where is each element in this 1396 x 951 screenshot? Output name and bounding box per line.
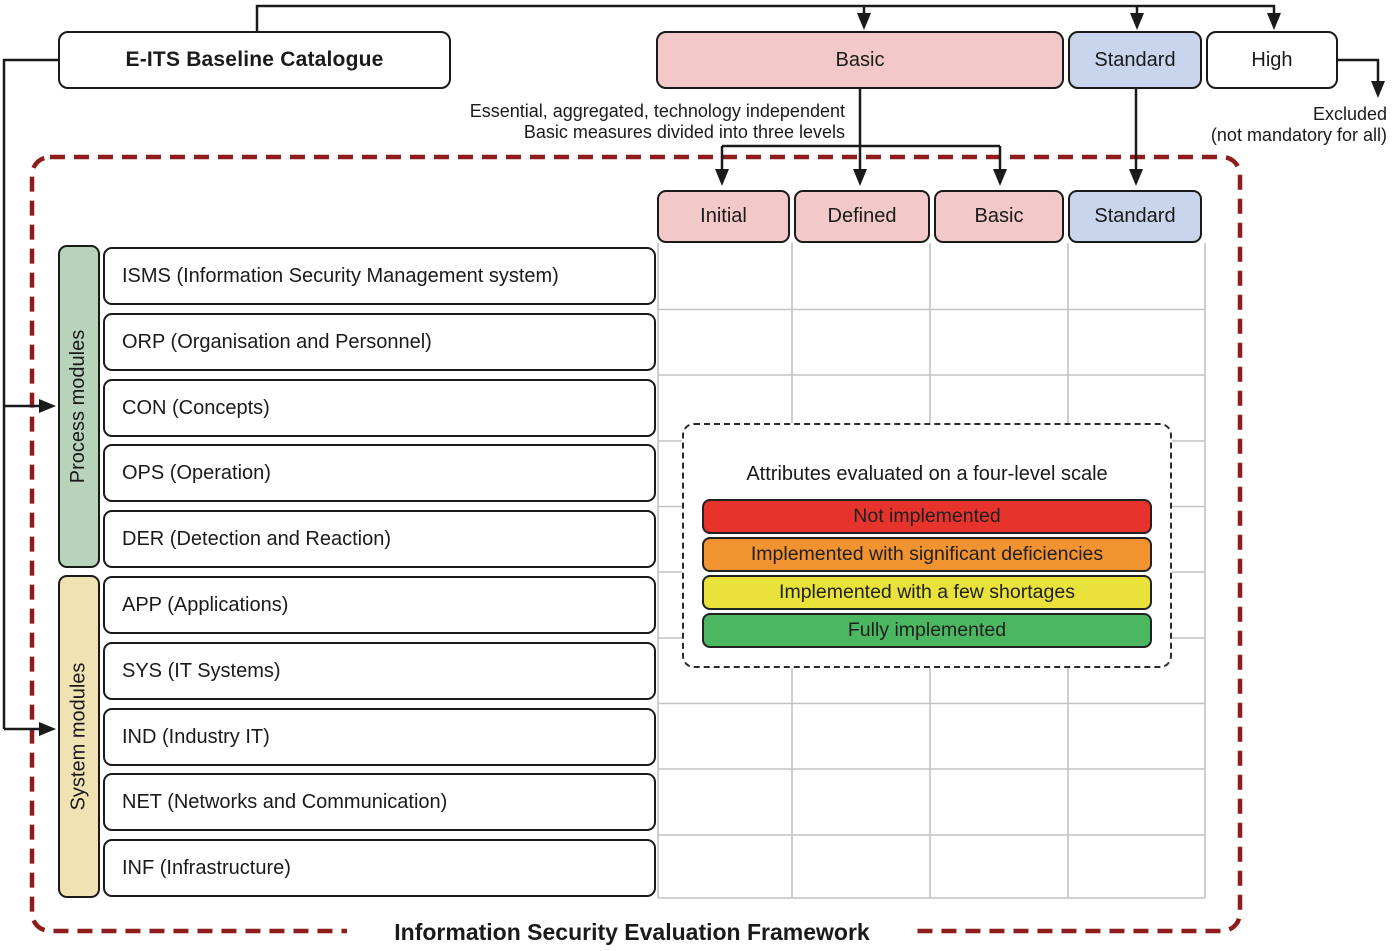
basic-note: Essential, aggregated, technology indepe…	[470, 101, 845, 143]
legend-title: Attributes evaluated on a four-level sca…	[746, 462, 1108, 485]
excluded-note-line1: Excluded	[1312, 104, 1387, 124]
column-header-standard: Standard	[1068, 190, 1202, 243]
process-modules-label: Process modules	[67, 329, 90, 484]
scale-fully-implemented: Fully implemented	[702, 613, 1152, 648]
level-basic-label: Basic	[835, 48, 885, 71]
process-modules-sidebar: Process modules	[58, 245, 100, 568]
module-row-orp: ORP (Organisation and Personnel)	[103, 313, 656, 371]
module-row-isms-label: ISMS (Information Security Management sy…	[122, 264, 559, 287]
evaluation-scale-legend: Attributes evaluated on a four-level sca…	[682, 423, 1172, 668]
module-row-inf: INF (Infrastructure)	[103, 839, 656, 897]
eits-baseline-catalogue-box: E-ITS Baseline Catalogue	[58, 31, 451, 89]
level-basic-box: Basic	[656, 31, 1064, 89]
column-header-basic: Basic	[934, 190, 1064, 243]
excluded-note-line2: (not mandatory for all)	[1210, 125, 1387, 146]
module-row-con-label: CON (Concepts)	[122, 396, 270, 419]
module-row-ind: IND (Industry IT)	[103, 708, 656, 766]
module-row-net-label: NET (Networks and Communication)	[122, 790, 448, 813]
system-modules-label: System modules	[67, 662, 90, 811]
module-row-der: DER (Detection and Reaction)	[103, 510, 656, 568]
basic-note-line1: Essential, aggregated, technology indepe…	[469, 101, 845, 121]
module-row-ind-label: IND (Industry IT)	[122, 725, 270, 748]
level-high-box: High	[1206, 31, 1338, 89]
module-row-sys-label: SYS (IT Systems)	[122, 659, 281, 682]
basic-note-line2: Basic measures divided into three levels	[523, 122, 845, 143]
column-header-initial-label: Initial	[700, 205, 747, 227]
column-header-initial: Initial	[657, 190, 790, 243]
module-row-der-label: DER (Detection and Reaction)	[122, 527, 392, 550]
module-row-net: NET (Networks and Communication)	[103, 773, 656, 831]
module-row-inf-label: INF (Infrastructure)	[122, 856, 291, 879]
arrowheads	[39, 13, 1385, 736]
module-row-app: APP (Applications)	[103, 576, 656, 634]
module-row-isms: ISMS (Information Security Management sy…	[103, 247, 656, 305]
flow-connectors	[2, 4, 1380, 731]
scale-fully-implemented-label: Fully implemented	[847, 619, 1007, 641]
module-row-con: CON (Concepts)	[103, 379, 656, 437]
level-high-label: High	[1251, 48, 1293, 71]
excluded-note: Excluded (not mandatory for all)	[1211, 104, 1387, 146]
column-header-basic-label: Basic	[974, 205, 1024, 227]
level-standard-box: Standard	[1068, 31, 1202, 89]
module-row-app-label: APP (Applications)	[122, 593, 289, 616]
level-standard-label: Standard	[1094, 48, 1176, 71]
column-header-defined-label: Defined	[827, 205, 897, 227]
module-row-ops: OPS (Operation)	[103, 444, 656, 502]
scale-not-implemented: Not implemented	[702, 499, 1152, 534]
scale-few-shortages: Implemented with a few shortages	[702, 575, 1152, 610]
module-row-ops-label: OPS (Operation)	[122, 461, 271, 484]
framework-title: Information Security Evaluation Framewor…	[347, 915, 917, 949]
system-modules-sidebar: System modules	[58, 575, 100, 898]
scale-significant-deficiencies: Implemented with significant deficiencie…	[702, 537, 1152, 572]
scale-not-implemented-label: Not implemented	[853, 505, 1001, 527]
column-header-standard-label: Standard	[1094, 205, 1176, 227]
module-row-sys: SYS (IT Systems)	[103, 642, 656, 700]
scale-significant-deficiencies-label: Implemented with significant deficiencie…	[750, 543, 1104, 565]
eits-baseline-catalogue-label: E-ITS Baseline Catalogue	[125, 48, 384, 71]
scale-few-shortages-label: Implemented with a few shortages	[779, 581, 1075, 603]
module-row-orp-label: ORP (Organisation and Personnel)	[122, 330, 432, 353]
column-header-defined: Defined	[794, 190, 930, 243]
